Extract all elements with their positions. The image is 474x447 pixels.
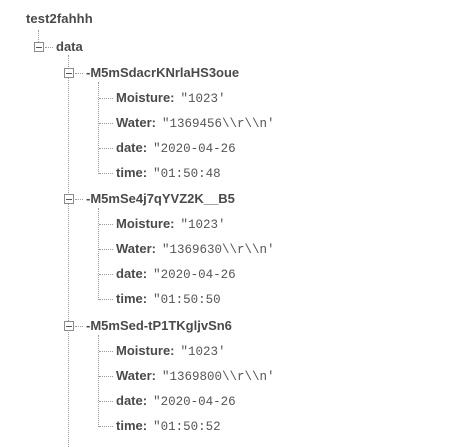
field-key: date: xyxy=(116,393,148,408)
field-value: "1369630\\r\\n' xyxy=(161,243,275,257)
field-value: "01:50:52 xyxy=(153,420,221,434)
field-key: date: xyxy=(116,140,148,155)
tree-guide-line xyxy=(99,98,113,99)
field-row[interactable]: Water: "1369456\\r\\n' xyxy=(116,115,275,131)
field-value: "01:50:50 xyxy=(153,293,221,307)
field-key: Water: xyxy=(116,115,156,130)
field-row[interactable]: Water: "1369800\\r\\n' xyxy=(116,368,275,384)
field-value: "1023' xyxy=(180,92,226,106)
tree-guide-line xyxy=(98,335,99,427)
field-value: "01:50:48 xyxy=(153,167,221,181)
tree-guide-line xyxy=(68,55,69,447)
field-value: "1023' xyxy=(180,345,226,359)
field-row[interactable]: Moisture: "1023' xyxy=(116,216,226,232)
field-key: time: xyxy=(116,291,148,306)
field-value: "2020-04-26 xyxy=(153,268,236,282)
tree-guide-line xyxy=(98,208,99,300)
tree-guide-line xyxy=(99,224,113,225)
field-row[interactable]: Moisture: "1023' xyxy=(116,343,226,359)
field-row[interactable]: Moisture: "1023' xyxy=(116,90,226,106)
field-key: Water: xyxy=(116,368,156,383)
tree-guide-line xyxy=(75,73,83,74)
root-node-label[interactable]: test2fahhh xyxy=(26,11,93,26)
field-key: Moisture: xyxy=(116,343,175,358)
tree-guide-line xyxy=(99,249,113,250)
field-key: Moisture: xyxy=(116,90,175,105)
field-row[interactable]: date: "2020-04-26 xyxy=(116,140,236,156)
tree-guide-line xyxy=(75,326,83,327)
field-row[interactable]: date: "2020-04-26 xyxy=(116,393,236,409)
field-value: "1369800\\r\\n' xyxy=(161,370,275,384)
tree-guide-line xyxy=(99,351,113,352)
field-value: "1369456\\r\\n' xyxy=(161,117,275,131)
tree-guide-line xyxy=(99,173,113,174)
field-key: time: xyxy=(116,418,148,433)
collapse-toggle-icon[interactable] xyxy=(64,321,74,331)
field-row[interactable]: time: "01:50:48 xyxy=(116,165,221,181)
tree-guide-line xyxy=(99,299,113,300)
record-key-label[interactable]: -M5mSe4j7qYVZ2K__B5 xyxy=(86,191,235,206)
tree-guide-line xyxy=(99,274,113,275)
tree-guide-line xyxy=(38,30,39,42)
field-key: time: xyxy=(116,165,148,180)
collapse-toggle-icon[interactable] xyxy=(34,42,44,52)
field-key: Water: xyxy=(116,241,156,256)
field-key: Moisture: xyxy=(116,216,175,231)
field-row[interactable]: time: "01:50:50 xyxy=(116,291,221,307)
tree-guide-line xyxy=(98,82,99,174)
data-node-label[interactable]: data xyxy=(56,39,83,54)
field-row[interactable]: time: "01:50:52 xyxy=(116,418,221,434)
field-value: "2020-04-26 xyxy=(153,395,236,409)
tree-guide-line xyxy=(99,426,113,427)
tree-guide-line xyxy=(75,199,83,200)
collapse-toggle-icon[interactable] xyxy=(64,68,74,78)
tree-guide-line xyxy=(99,401,113,402)
field-key: date: xyxy=(116,266,148,281)
field-row[interactable]: Water: "1369630\\r\\n' xyxy=(116,241,275,257)
tree-guide-line xyxy=(99,148,113,149)
tree-guide-line xyxy=(99,376,113,377)
collapse-toggle-icon[interactable] xyxy=(64,194,74,204)
record-key-label[interactable]: -M5mSdacrKNrlaHS3oue xyxy=(86,65,240,80)
field-value: "1023' xyxy=(180,218,226,232)
record-key-label[interactable]: -M5mSed-tP1TKgljvSn6 xyxy=(86,318,232,333)
tree-guide-line xyxy=(45,47,53,48)
field-row[interactable]: date: "2020-04-26 xyxy=(116,266,236,282)
tree-guide-line xyxy=(99,123,113,124)
field-value: "2020-04-26 xyxy=(153,142,236,156)
